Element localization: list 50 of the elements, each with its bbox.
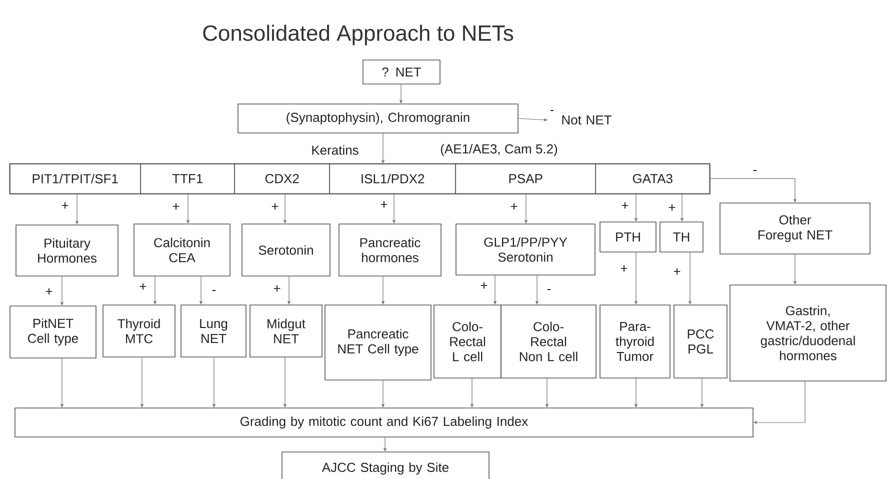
process-box: ? NET [362,60,440,84]
marker-cell: GATA3 [595,163,710,194]
note-text: Keratins [312,145,358,155]
process-box: Calcitonin CEA [134,224,230,276]
result-box: PitNET Cell type [10,306,96,358]
edge-label: + [672,267,682,277]
marker-band [10,164,710,194]
edge-label: + [479,281,489,291]
marker-cell: TTF1 [140,163,235,194]
result-box: Lung NET [180,304,246,358]
edge-label: + [379,200,389,210]
result-box: Colo- Rectal L cell [434,304,502,378]
outcome-text: Not NET [562,115,612,125]
edge-label: + [619,264,629,274]
process-box: GLP1/PP/PYY Serotonin [456,224,596,276]
edge-label: + [270,202,280,212]
edge-label: + [509,202,519,212]
process-box: Pituitary Hormones [16,224,118,276]
edge-label: - [752,169,758,175]
result-box: Pancreatic NET Cell type [324,304,432,380]
result-box: Gastrin, VMAT-2, other gastric/duodenal hormones [730,284,886,382]
edge-label: + [171,202,181,212]
edge-label: + [44,287,54,297]
edge-label: + [138,282,148,292]
result-box: Thyroid MTC [102,304,176,358]
edge-label: - [546,288,552,294]
marker-cell: ISL1/PDX2 [329,163,456,194]
result-box: Midgut NET [250,304,322,358]
process-box: PTH [600,222,656,252]
process-box: Pancreatic hormones [338,224,442,276]
process-box: AJCC Staging by Site [282,452,490,479]
edge-label: + [272,284,282,294]
marker-cell: PSAP [455,163,596,194]
result-box: PCC PGL [674,304,728,378]
note-text: (AE1/AE3, Cam 5.2) [440,144,558,156]
result-box: Colo- Rectal Non L cell [500,304,596,378]
process-box: Grading by mitotic count and Ki67 Labeling Index [14,408,754,438]
edge-label: - [548,109,556,115]
edge-label: - [210,289,218,295]
result-box: Para- thyroid Tumor [600,304,670,378]
process-box: TH [660,222,704,252]
process-box: Other Foregut NET [720,202,870,254]
process-box: Serotonin [242,224,330,276]
edge-label: + [60,201,70,211]
marker-cell: PIT1/TPIT/SF1 [9,163,141,194]
marker-cell: CDX2 [234,163,330,194]
title: Consolidated Approach to NETs [203,24,514,46]
edge-label: + [620,201,630,211]
process-box: (Synaptophysin), Chromogranin [238,104,518,134]
edge-label: + [667,203,677,213]
